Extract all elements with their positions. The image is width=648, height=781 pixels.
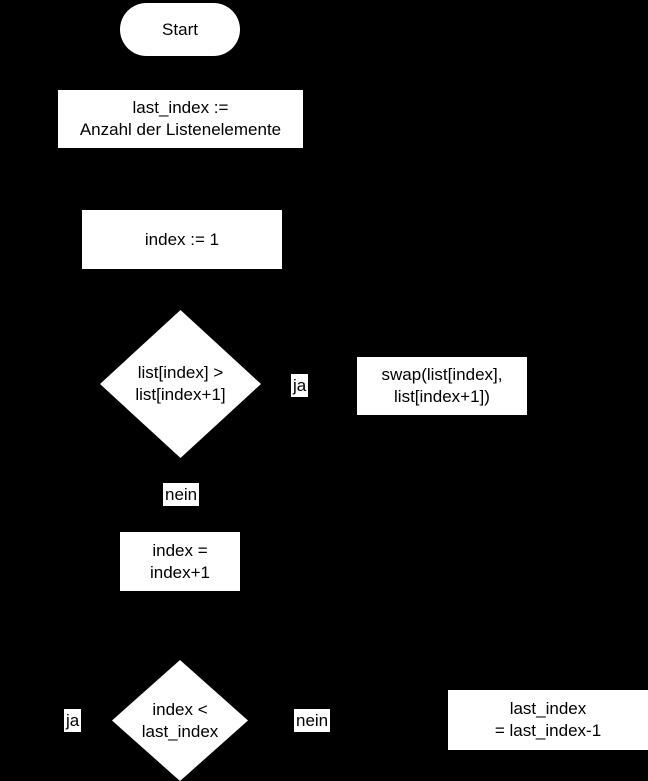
edge-label-compare-ja: ja (291, 374, 309, 397)
process-node-swap: swap(list[index], list[index+1]) (357, 357, 527, 415)
edge-label-loop-nein: nein (294, 709, 331, 732)
edge-label-loop-ja: ja (64, 709, 82, 732)
start-node: Start (120, 3, 240, 56)
process-node-set-last-index: last_index := Anzahl der Listenelemente (58, 90, 303, 148)
decision-node-compare: list[index] > list[index+1] (100, 310, 261, 458)
process-node-decrement-last-index: last_index = last_index-1 (448, 690, 648, 750)
decision-node-loop: index < last_index (112, 660, 248, 781)
process-node-set-index: index := 1 (82, 210, 282, 269)
process-node-increment-index: index = index+1 (120, 532, 240, 591)
edge-label-compare-nein: nein (163, 483, 200, 506)
